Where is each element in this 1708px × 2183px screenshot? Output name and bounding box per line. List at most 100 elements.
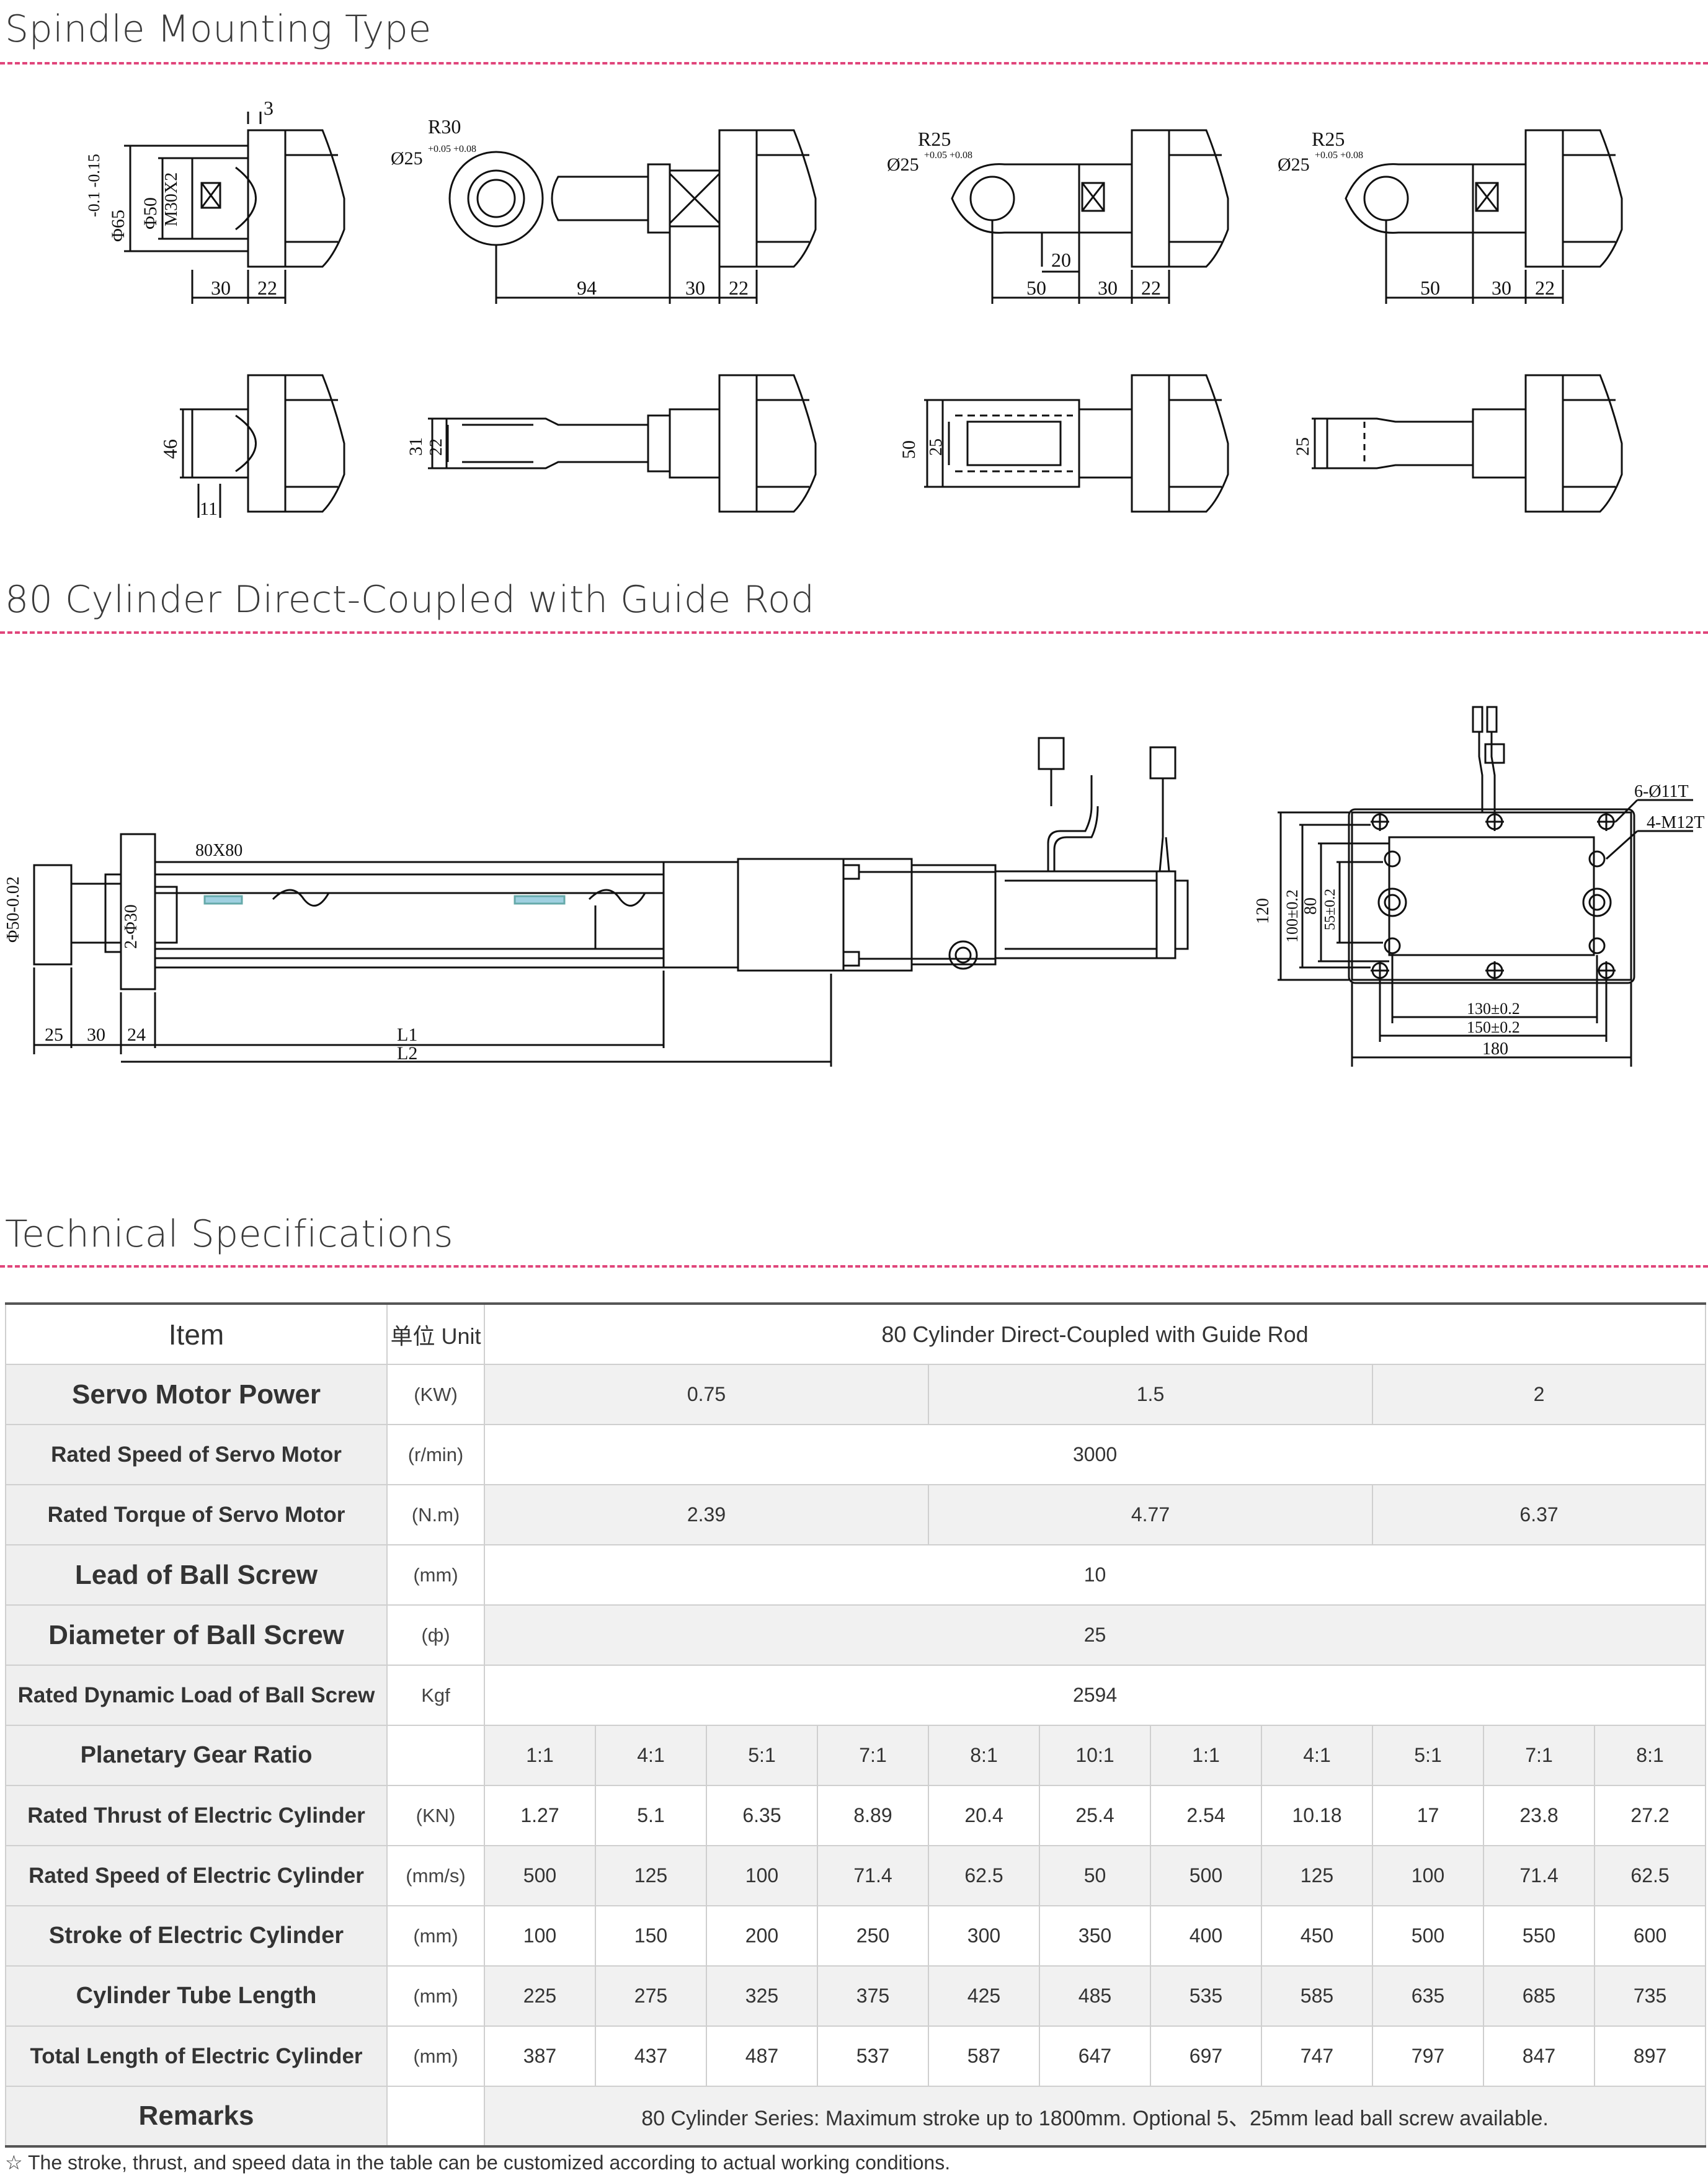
table-cell: 585 [1261, 1965, 1373, 2027]
svg-text:R25: R25 [918, 128, 951, 150]
row-label: Servo Motor Power [5, 1364, 388, 1425]
svg-text:11: 11 [200, 499, 218, 519]
svg-text:180: 180 [1482, 1039, 1508, 1059]
table-cell: 587 [928, 2025, 1040, 2087]
svg-text:R30: R30 [428, 115, 461, 138]
svg-text:94: 94 [577, 277, 597, 299]
table-cell: 20.4 [928, 1785, 1040, 1846]
table-row: Servo Motor Power (KW) 0.75 1.5 2 [5, 1364, 1707, 1425]
row-label: Lead of Ball Screw [5, 1544, 388, 1606]
section-divider [0, 631, 1708, 634]
table-cell: 7:1 [817, 1725, 929, 1786]
svg-text:30: 30 [1098, 277, 1118, 299]
table-cell: 50 [1039, 1845, 1151, 1906]
row-label: Rated Torque of Servo Motor [5, 1484, 388, 1545]
table-cell: 4.77 [928, 1484, 1373, 1545]
svg-text:Ø25: Ø25 [887, 154, 919, 175]
table-cell: 485 [1039, 1965, 1151, 2027]
table-cell: 5.1 [595, 1785, 707, 1846]
svg-text:-0.1 -0.15: -0.1 -0.15 [85, 154, 103, 217]
table-cell: 7:1 [1483, 1725, 1595, 1786]
svg-text:150±0.2: 150±0.2 [1467, 1018, 1520, 1036]
table-cell: 537 [817, 2025, 929, 2087]
table-cell: 550 [1483, 1905, 1595, 1967]
table-header-row: Item 单位 Unit 80 Cylinder Direct-Coupled … [5, 1302, 1707, 1365]
svg-text:L1: L1 [397, 1025, 417, 1045]
table-cell: 635 [1372, 1965, 1484, 2027]
guide-rod-front-view: 6-Ø11T 4-M12T 120 100±0.2 80 55±0.2 130±… [1253, 706, 1704, 1067]
row-label: Cylinder Tube Length [5, 1965, 388, 2027]
table-cell: 71.4 [1483, 1845, 1595, 1906]
table-cell: 500 [484, 1845, 596, 1906]
table-cell: 647 [1039, 2025, 1151, 2087]
svg-text:80X80: 80X80 [195, 841, 242, 860]
table-cell: 437 [595, 2025, 707, 2087]
row-unit [386, 2086, 485, 2148]
table-cell: 8.89 [817, 1785, 929, 1846]
svg-text:46: 46 [159, 439, 181, 459]
row-label: Rated Thrust of Electric Cylinder [5, 1785, 388, 1846]
table-cell: 847 [1483, 2025, 1595, 2087]
svg-text:25: 25 [45, 1025, 63, 1045]
svg-text:6-Ø11T: 6-Ø11T [1634, 782, 1689, 801]
svg-text:22: 22 [1141, 277, 1161, 299]
svg-text:22: 22 [257, 277, 277, 299]
table-row: Total Length of Electric Cylinder (mm) 3… [5, 2025, 1707, 2087]
svg-text:55±0.2: 55±0.2 [1322, 889, 1338, 930]
table-cell: 500 [1372, 1905, 1484, 1967]
table-row: Remarks 80 Cylinder Series: Maximum stro… [5, 2086, 1707, 2148]
svg-text:22: 22 [729, 277, 749, 299]
table-cell: 2.39 [484, 1484, 929, 1545]
svg-text:R25: R25 [1312, 128, 1345, 150]
table-cell: 0.75 [484, 1364, 929, 1425]
spindle-drawing-8: 25 [1292, 374, 1623, 513]
svg-text:25: 25 [1292, 437, 1313, 456]
table-cell: 425 [928, 1965, 1040, 2027]
table-row: Diameter of Ball Screw (ф) 25 [5, 1604, 1707, 1666]
table-cell: 2 [1371, 1364, 1707, 1425]
guide-rod-drawings: 80X80 Φ50-0.02 2-Φ30 25 30 24 L1 L2 [0, 682, 1708, 1092]
svg-text:31: 31 [406, 437, 426, 456]
svg-text:22: 22 [1535, 277, 1555, 299]
footnote: ☆ The stroke, thrust, and speed data in … [5, 2151, 951, 2174]
header-unit: 单位 Unit [386, 1302, 485, 1365]
svg-text:+0.05 +0.08: +0.05 +0.08 [428, 144, 476, 154]
svg-text:M30X2: M30X2 [162, 172, 181, 226]
svg-text:20: 20 [1051, 249, 1071, 271]
svg-text:Φ50: Φ50 [140, 197, 161, 229]
svg-text:24: 24 [127, 1025, 146, 1045]
table-row: Rated Speed of Electric Cylinder (mm/s) … [5, 1845, 1707, 1906]
svg-text:100±0.2: 100±0.2 [1283, 889, 1301, 943]
section-title-spindle: Spindle Mounting Type [5, 7, 432, 51]
svg-text:120: 120 [1253, 898, 1273, 924]
table-cell: 225 [484, 1965, 596, 2027]
svg-text:Ø25: Ø25 [391, 148, 423, 169]
spindle-drawing-2: R30 Ø25 +0.05 +0.08 94 30 22 [391, 115, 817, 304]
spindle-drawing-5: 46 11 [159, 374, 345, 519]
table-cell: 1.27 [484, 1785, 596, 1846]
section-title-tech-spec: Technical Specifications [5, 1212, 454, 1256]
svg-text:4-M12T: 4-M12T [1647, 813, 1704, 832]
table-row: Rated Speed of Servo Motor (r/min) 3000 [5, 1424, 1707, 1485]
table-cell: 125 [1261, 1845, 1373, 1906]
remarks-text: 80 Cylinder Series: Maximum stroke up to… [483, 2086, 1707, 2148]
table-cell: 25 [483, 1604, 1707, 1666]
row-label: Diameter of Ball Screw [5, 1604, 388, 1666]
row-unit: (ф) [386, 1604, 485, 1666]
table-cell: 697 [1150, 2025, 1262, 2087]
table-cell: 747 [1261, 2025, 1373, 2087]
table-cell: 25.4 [1039, 1785, 1151, 1846]
row-unit: (mm/s) [386, 1845, 485, 1906]
table-cell: 100 [1372, 1845, 1484, 1906]
header-model: 80 Cylinder Direct-Coupled with Guide Ro… [483, 1302, 1707, 1365]
table-cell: 300 [928, 1905, 1040, 1967]
table-cell: 500 [1150, 1845, 1262, 1906]
svg-text:50: 50 [1420, 277, 1440, 299]
table-cell: 450 [1261, 1905, 1373, 1967]
table-row: Rated Torque of Servo Motor (N.m) 2.39 4… [5, 1484, 1707, 1545]
svg-text:2-Φ30: 2-Φ30 [122, 904, 141, 949]
row-unit: (mm) [386, 1905, 485, 1967]
table-row: Rated Thrust of Electric Cylinder (KN) 1… [5, 1785, 1707, 1846]
row-label: Rated Speed of Servo Motor [5, 1424, 388, 1485]
